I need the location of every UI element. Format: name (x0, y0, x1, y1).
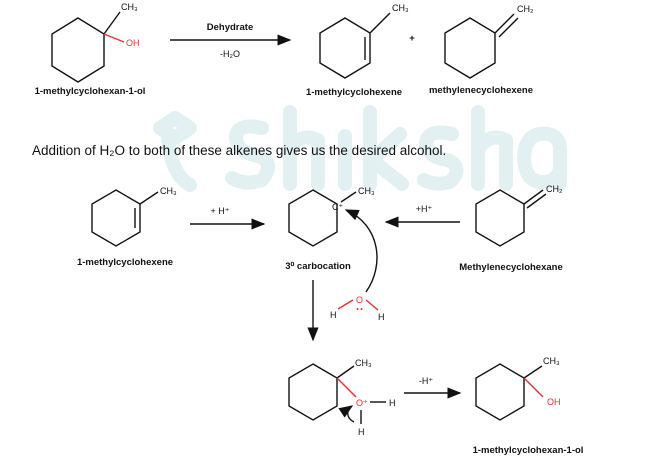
protonation-arrow-right: +H⁺ (384, 204, 460, 228)
reactant-name: 1-methylcyclohexan-1-ol (35, 86, 146, 97)
water-h-label: H (378, 312, 385, 322)
ch2-label: CH₂ (546, 184, 563, 194)
ch3-label: CH₃ (121, 2, 138, 12)
ch3-label: CH₃ (392, 3, 409, 13)
oxonium-intermediate: CH₃ O⁺ H H (288, 358, 396, 437)
ch3-label: CH₃ (543, 356, 560, 366)
plus-sign: + (409, 33, 415, 44)
product-1-methylcyclohexene: CH₃ 1-methylcyclohexene (306, 3, 409, 98)
dehydrate-arrow: Dehydrate -H₂O (170, 22, 292, 59)
carbocation-name: 3⁰ carbocation (285, 261, 351, 272)
product-1-methylcyclohexan-1-ol: CH₃ OH 1-methylcyclohexan-1-ol (473, 356, 584, 456)
alkene-methylenecyclohexane: CH₂ Methylenecyclohexane (459, 184, 563, 273)
ch3-label: CH₃ (160, 186, 177, 196)
product-methylenecyclohexene: CH₂ methylenecyclohexene (429, 4, 534, 96)
oh-label: OH (547, 397, 561, 407)
arrow-below-label: -H₂O (220, 49, 240, 59)
watermark-logo (153, 105, 567, 192)
reactant-1-methylcyclohexan-1-ol: CH₃ OH 1-methylcyclohexan-1-ol (35, 2, 146, 97)
carbocation-c-label: C⁺ (332, 202, 343, 212)
water-nucleophile: O H H (330, 209, 385, 322)
alkene-1-methylcyclohexene: CH₃ 1-methylcyclohexene (77, 186, 177, 268)
arrow-above-label: Dehydrate (207, 22, 253, 33)
proton-label: +H⁺ (416, 204, 433, 214)
oh-label: OH (126, 38, 140, 48)
explanation-sentence: Addition of H₂O to both of these alkenes… (32, 143, 447, 158)
deprotonation-arrow: -H⁺ (404, 376, 462, 399)
lone-pair-icon (356, 308, 363, 310)
water-h-label: H (330, 310, 337, 320)
water-o-label: O (356, 295, 363, 305)
product2-name: methylenecyclohexene (429, 85, 533, 96)
oxonium-h-label: H (389, 398, 396, 408)
protonation-arrow-left: + H⁺ (190, 206, 266, 230)
oxonium-h-label: H (358, 427, 365, 437)
carbocation: C⁺ CH₃ 3⁰ carbocation (285, 186, 375, 272)
deprotonation-label: -H⁺ (419, 376, 433, 386)
alkene1-name: 1-methylcyclohexene (77, 257, 173, 268)
proton-label: + H⁺ (210, 206, 229, 216)
product1-name: 1-methylcyclohexene (306, 87, 402, 98)
ch3-label: CH₃ (355, 358, 372, 368)
ch3-label: CH₃ (358, 186, 375, 196)
product-name: 1-methylcyclohexan-1-ol (473, 445, 584, 456)
alkene2-name: Methylenecyclohexane (459, 262, 563, 273)
ch2-label: CH₂ (517, 4, 534, 14)
oxonium-o-label: O⁺ (356, 398, 368, 408)
